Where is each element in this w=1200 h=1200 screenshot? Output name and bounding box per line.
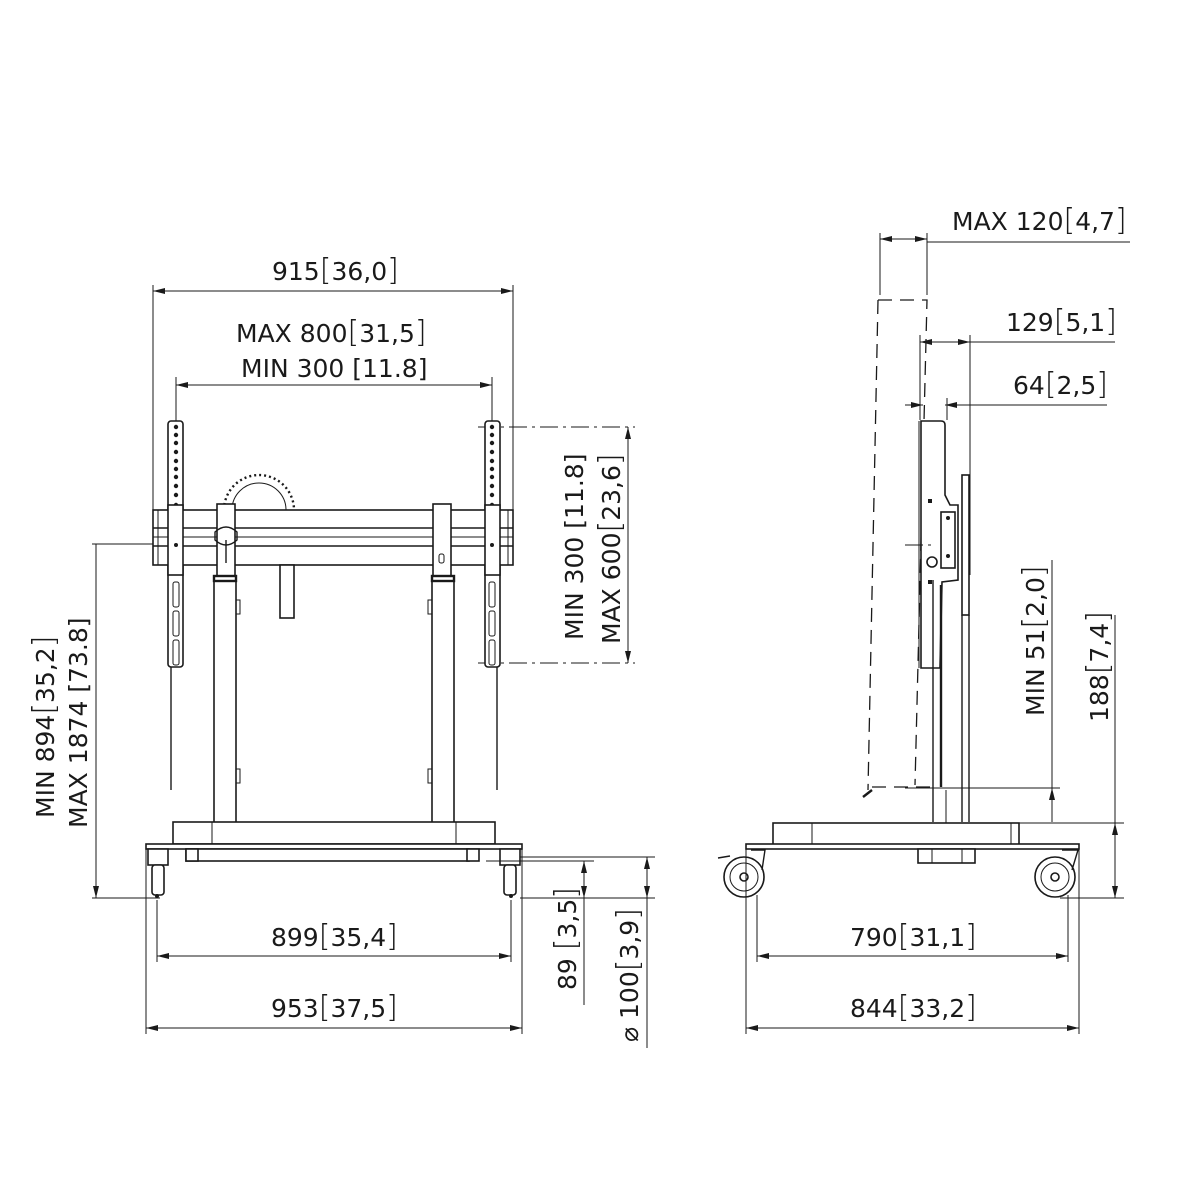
- value-mm: 844: [850, 994, 898, 1023]
- value-in: 11.8: [362, 354, 418, 383]
- value-mm: 790: [850, 923, 898, 952]
- label-mount-width-max: MAX 800[31,5]: [236, 315, 427, 350]
- dim-base-height: [1019, 615, 1124, 899]
- label-side-base-depth: 844[33,2]: [850, 990, 977, 1025]
- value-in: 11.8: [560, 463, 589, 519]
- value-in: 7,4: [1085, 622, 1114, 663]
- prefix: MIN: [1021, 668, 1050, 716]
- dim-base-width: [145, 849, 523, 1034]
- value-mm: 188: [1085, 674, 1114, 722]
- dim-overall-width: [152, 285, 514, 520]
- dim-tilt-max: [879, 233, 1130, 295]
- left-interface-rail: [167, 420, 184, 790]
- value-mm: 300: [560, 536, 589, 585]
- crossbar: [152, 509, 514, 566]
- value-in: 31,1: [909, 923, 966, 952]
- side-mount-plate: [905, 420, 959, 669]
- label-depth-mount: 129[5,1]: [1006, 304, 1117, 339]
- value-in: 3,9: [615, 919, 644, 960]
- label-depth-interface: 64[2,5]: [1013, 367, 1109, 402]
- prefix: MIN: [31, 770, 60, 818]
- label-side-caster-spacing: 790[31,1]: [850, 919, 977, 954]
- value-in: 3,5: [553, 898, 582, 939]
- right-interface-rail: [484, 420, 501, 790]
- dim-min-clearance: [905, 560, 1060, 822]
- side-left-wheel: [717, 849, 766, 898]
- dim-caster-height: [486, 856, 655, 1048]
- label-tilt-max: MAX 120[4,7]: [952, 203, 1127, 238]
- value-in: 37,5: [330, 994, 387, 1023]
- label-base-height: 188[7,4]: [1081, 611, 1116, 722]
- label-wheel-diameter: ⌀ 100[3,9]: [611, 908, 646, 1042]
- dim-caster-spacing: [156, 900, 512, 962]
- value-in: 5,1: [1065, 308, 1106, 337]
- value-in: 4,7: [1075, 207, 1115, 236]
- value-mm: 89: [553, 958, 582, 990]
- front-right-caster: [499, 848, 521, 898]
- prefix: MIN: [560, 592, 589, 640]
- value-mm: 51: [1021, 628, 1050, 661]
- prefix: MAX: [952, 207, 1008, 236]
- side-view: [717, 233, 1130, 1034]
- right-column: [427, 574, 456, 824]
- label-overall-width: 915[36,0]: [272, 253, 399, 288]
- value-mm: 800: [299, 319, 348, 348]
- label-min-clearance: MIN 51[2,0]: [1017, 565, 1052, 716]
- left-column: [212, 574, 241, 824]
- value-mm: 300: [296, 354, 345, 383]
- value-mm: 120: [1015, 207, 1064, 236]
- value-mm: 100: [615, 971, 644, 1019]
- value-mm: 600: [597, 532, 626, 581]
- label-mount-height-max: MAX 600[23,6]: [593, 453, 628, 644]
- label-mount-height-min: MIN 300 [11.8]: [560, 453, 589, 640]
- prefix: MAX: [236, 319, 292, 348]
- prefix: MAX: [597, 588, 626, 644]
- center-post: [279, 564, 295, 619]
- front-base: [145, 821, 523, 862]
- front-view: [92, 285, 655, 1048]
- value-mm: 894: [31, 714, 60, 763]
- cable-coil: [222, 473, 296, 511]
- value-mm: 899: [271, 923, 319, 952]
- label-mount-width-min: MIN 300 [11.8]: [241, 354, 428, 383]
- right-rail-front: [484, 504, 501, 576]
- diameter-icon: ⌀: [615, 1026, 644, 1042]
- value-in: 36,0: [331, 257, 388, 286]
- value-in: 73.8: [64, 627, 93, 683]
- prefix: MIN: [241, 354, 289, 383]
- value-in: 2,0: [1021, 577, 1050, 617]
- label-caster-height: 89 [3,5]: [549, 887, 584, 990]
- label-caster-spacing: 899[35,4]: [271, 919, 398, 954]
- left-column-head: [214, 503, 238, 577]
- dim-side-base-depth: [745, 849, 1080, 1034]
- dim-side-caster-spacing: [756, 895, 1069, 962]
- value-mm: 915: [272, 257, 320, 286]
- value-in: 2,5: [1056, 371, 1097, 400]
- dim-depth-interface: [905, 398, 1107, 420]
- dim-mount-width: [175, 377, 493, 425]
- prefix: MAX: [64, 772, 93, 828]
- label-center-height-max: MAX 1874 [73.8]: [64, 617, 93, 828]
- tilted-display-outline: [862, 299, 930, 798]
- value-in: 23,6: [597, 465, 626, 521]
- label-center-height-min: MIN 894[35,2]: [27, 635, 62, 818]
- side-right-wheel: [1034, 849, 1079, 898]
- value-in: 31,5: [359, 319, 415, 348]
- dim-mount-height: [478, 426, 635, 664]
- value-mm: 953: [271, 994, 319, 1023]
- front-left-caster: [147, 848, 169, 898]
- side-base: [745, 822, 1080, 864]
- label-base-width: 953[37,5]: [271, 990, 398, 1025]
- value-in: 33,2: [909, 994, 966, 1023]
- value-in: 35,4: [330, 923, 387, 952]
- right-column-head: [432, 503, 452, 577]
- value-mm: 1874: [64, 700, 93, 765]
- value-in: 35,2: [31, 647, 60, 703]
- left-rail-front: [167, 504, 184, 576]
- value-mm: 129: [1006, 308, 1054, 337]
- value-mm: 64: [1013, 371, 1045, 400]
